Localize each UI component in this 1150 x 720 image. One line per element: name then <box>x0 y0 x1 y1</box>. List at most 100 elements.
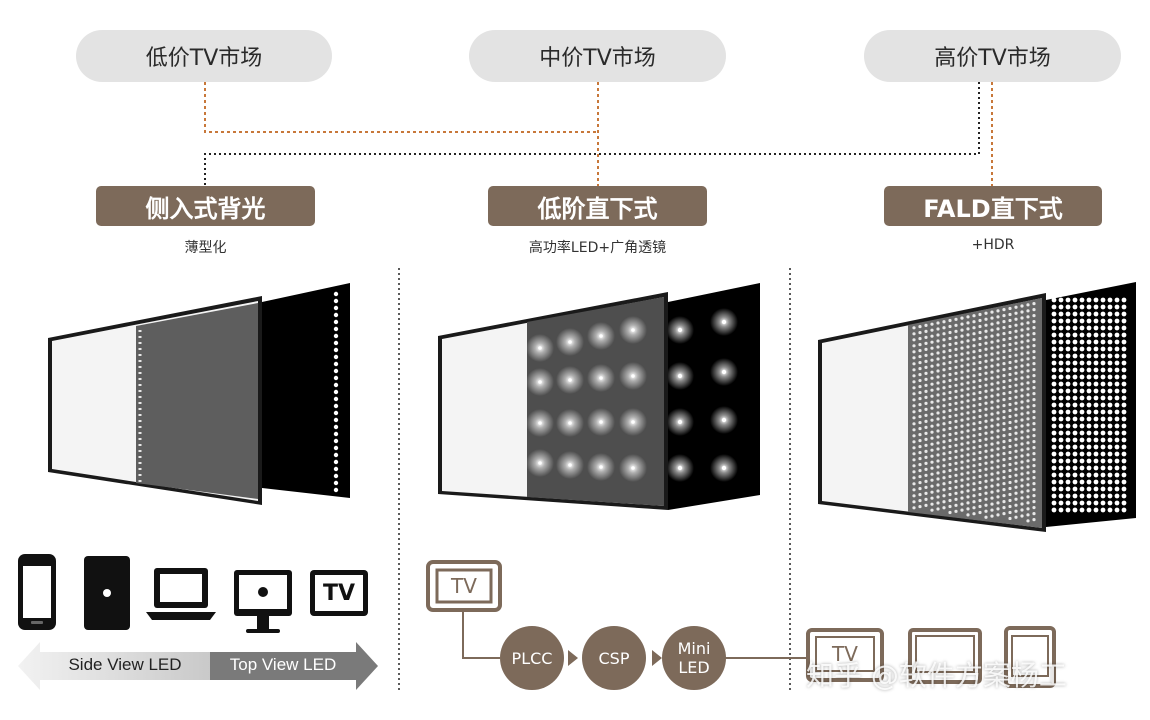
fald-led-dot <box>1051 332 1057 338</box>
fald-front-dot <box>912 470 916 474</box>
step-plcc: PLCC <box>500 626 564 690</box>
fald-front-dot <box>978 474 982 479</box>
fald-front-dot <box>960 352 964 356</box>
fald-front-dot <box>948 318 952 323</box>
fald-front-dot <box>948 486 952 491</box>
fald-front-dot <box>996 375 1000 379</box>
fald-front-dot <box>942 434 946 438</box>
edge-led-dot <box>333 431 339 437</box>
fald-front-dot <box>936 381 940 385</box>
fald-front-dot <box>954 341 958 345</box>
fald-led-dot <box>1072 437 1078 443</box>
fald-front-dot <box>924 467 928 471</box>
fald-front-dot <box>1008 306 1012 311</box>
diffused-led-dot <box>538 461 542 465</box>
fald-led-dot <box>1114 479 1120 485</box>
fald-led-dot <box>1093 388 1099 394</box>
fald-front-dot <box>1032 314 1036 318</box>
fald-front-dot <box>948 366 952 371</box>
fald-front-dot <box>954 395 958 399</box>
fald-front-dot <box>1008 510 1012 515</box>
fald-front-dot <box>1002 422 1006 426</box>
fald-led-dot <box>1100 500 1106 506</box>
fald-front-dot <box>960 496 964 500</box>
fald-front-dot <box>978 420 982 425</box>
fald-front-dot <box>936 477 940 481</box>
fald-front-dot <box>1008 330 1012 335</box>
fald-led-dot <box>1107 444 1113 450</box>
fald-front-dot <box>912 458 916 462</box>
fald-front-dot <box>996 423 1000 427</box>
fald-front-dot <box>918 396 922 401</box>
fald-front-dot <box>990 334 994 338</box>
fald-led-dot <box>1100 381 1106 387</box>
fald-front-dot <box>1020 514 1024 518</box>
fald-front-dot <box>912 446 916 450</box>
fald-led-dot <box>1086 297 1092 303</box>
fald-front-dot <box>912 482 916 486</box>
fald-front-dot <box>966 339 970 343</box>
fald-led-dot <box>1100 374 1106 380</box>
fald-front-dot <box>930 364 934 368</box>
edge-led-dot <box>333 326 339 332</box>
fald-front-dot <box>954 389 958 393</box>
fald-front-dot <box>1020 340 1024 344</box>
fald-led-dot <box>1093 304 1099 310</box>
fald-led-dot <box>1107 346 1113 352</box>
fald-front-dot <box>918 450 922 455</box>
fald-front-dot <box>990 382 994 386</box>
fald-front-dot <box>918 372 922 377</box>
fald-front-dot <box>942 464 946 468</box>
fald-front-dot <box>1032 350 1036 354</box>
fald-front-dot <box>1008 348 1012 353</box>
fald-led-dot <box>1114 381 1120 387</box>
top-view-label: Top View LED <box>229 655 337 674</box>
fald-led-dot <box>1114 458 1120 464</box>
fald-led-dot <box>1065 444 1071 450</box>
fald-front-dot <box>1014 323 1018 327</box>
fald-led-dot <box>1100 458 1106 464</box>
fald-led-dot <box>1121 409 1127 415</box>
fald-front-dot <box>924 365 928 369</box>
fald-front-dot <box>930 388 934 392</box>
fald-front-dot <box>942 428 946 432</box>
fald-front-dot <box>960 370 964 374</box>
fald-front-dot <box>996 321 1000 325</box>
fald-front-dot <box>1026 519 1030 523</box>
fald-front-dot <box>1020 304 1024 308</box>
final-monitor-icon <box>908 628 982 684</box>
led-direction-arrow <box>18 642 378 690</box>
fald-led-dot <box>1086 311 1092 317</box>
fald-front-dot <box>924 413 928 417</box>
fald-front-dot <box>972 434 976 438</box>
fald-front-dot <box>1020 436 1024 440</box>
fald-led-dot <box>1079 311 1085 317</box>
step-mini-led-label: Mini LED <box>677 639 711 677</box>
fald-front-dot <box>990 484 994 488</box>
fald-led-dot <box>1072 451 1078 457</box>
fald-front-dot <box>1026 471 1030 475</box>
fald-front-dot <box>942 404 946 408</box>
fald-front-dot <box>1014 473 1018 477</box>
fald-front-dot <box>942 332 946 336</box>
fald-front-dot <box>918 498 922 503</box>
fald-led-dot <box>1072 423 1078 429</box>
fald-led-dot <box>1058 346 1064 352</box>
fald-led-dot <box>1079 297 1085 303</box>
fald-led-dot <box>1093 458 1099 464</box>
fald-front-dot <box>960 388 964 392</box>
fald-led-dot <box>1093 339 1099 345</box>
fald-front-dot <box>954 473 958 477</box>
fald-front-dot <box>990 352 994 356</box>
fald-front-dot <box>936 333 940 337</box>
fald-front-dot <box>1014 461 1018 465</box>
fald-front-dot <box>1026 375 1030 379</box>
fald-led-dot <box>1121 465 1127 471</box>
fald-led-dot <box>1065 304 1071 310</box>
fald-front-dot <box>1026 495 1030 499</box>
fald-front-dot <box>978 396 982 401</box>
fald-led-dot <box>1093 367 1099 373</box>
fald-led-dot <box>1086 500 1092 506</box>
fald-front-dot <box>912 440 916 444</box>
fald-front-dot <box>966 483 970 487</box>
